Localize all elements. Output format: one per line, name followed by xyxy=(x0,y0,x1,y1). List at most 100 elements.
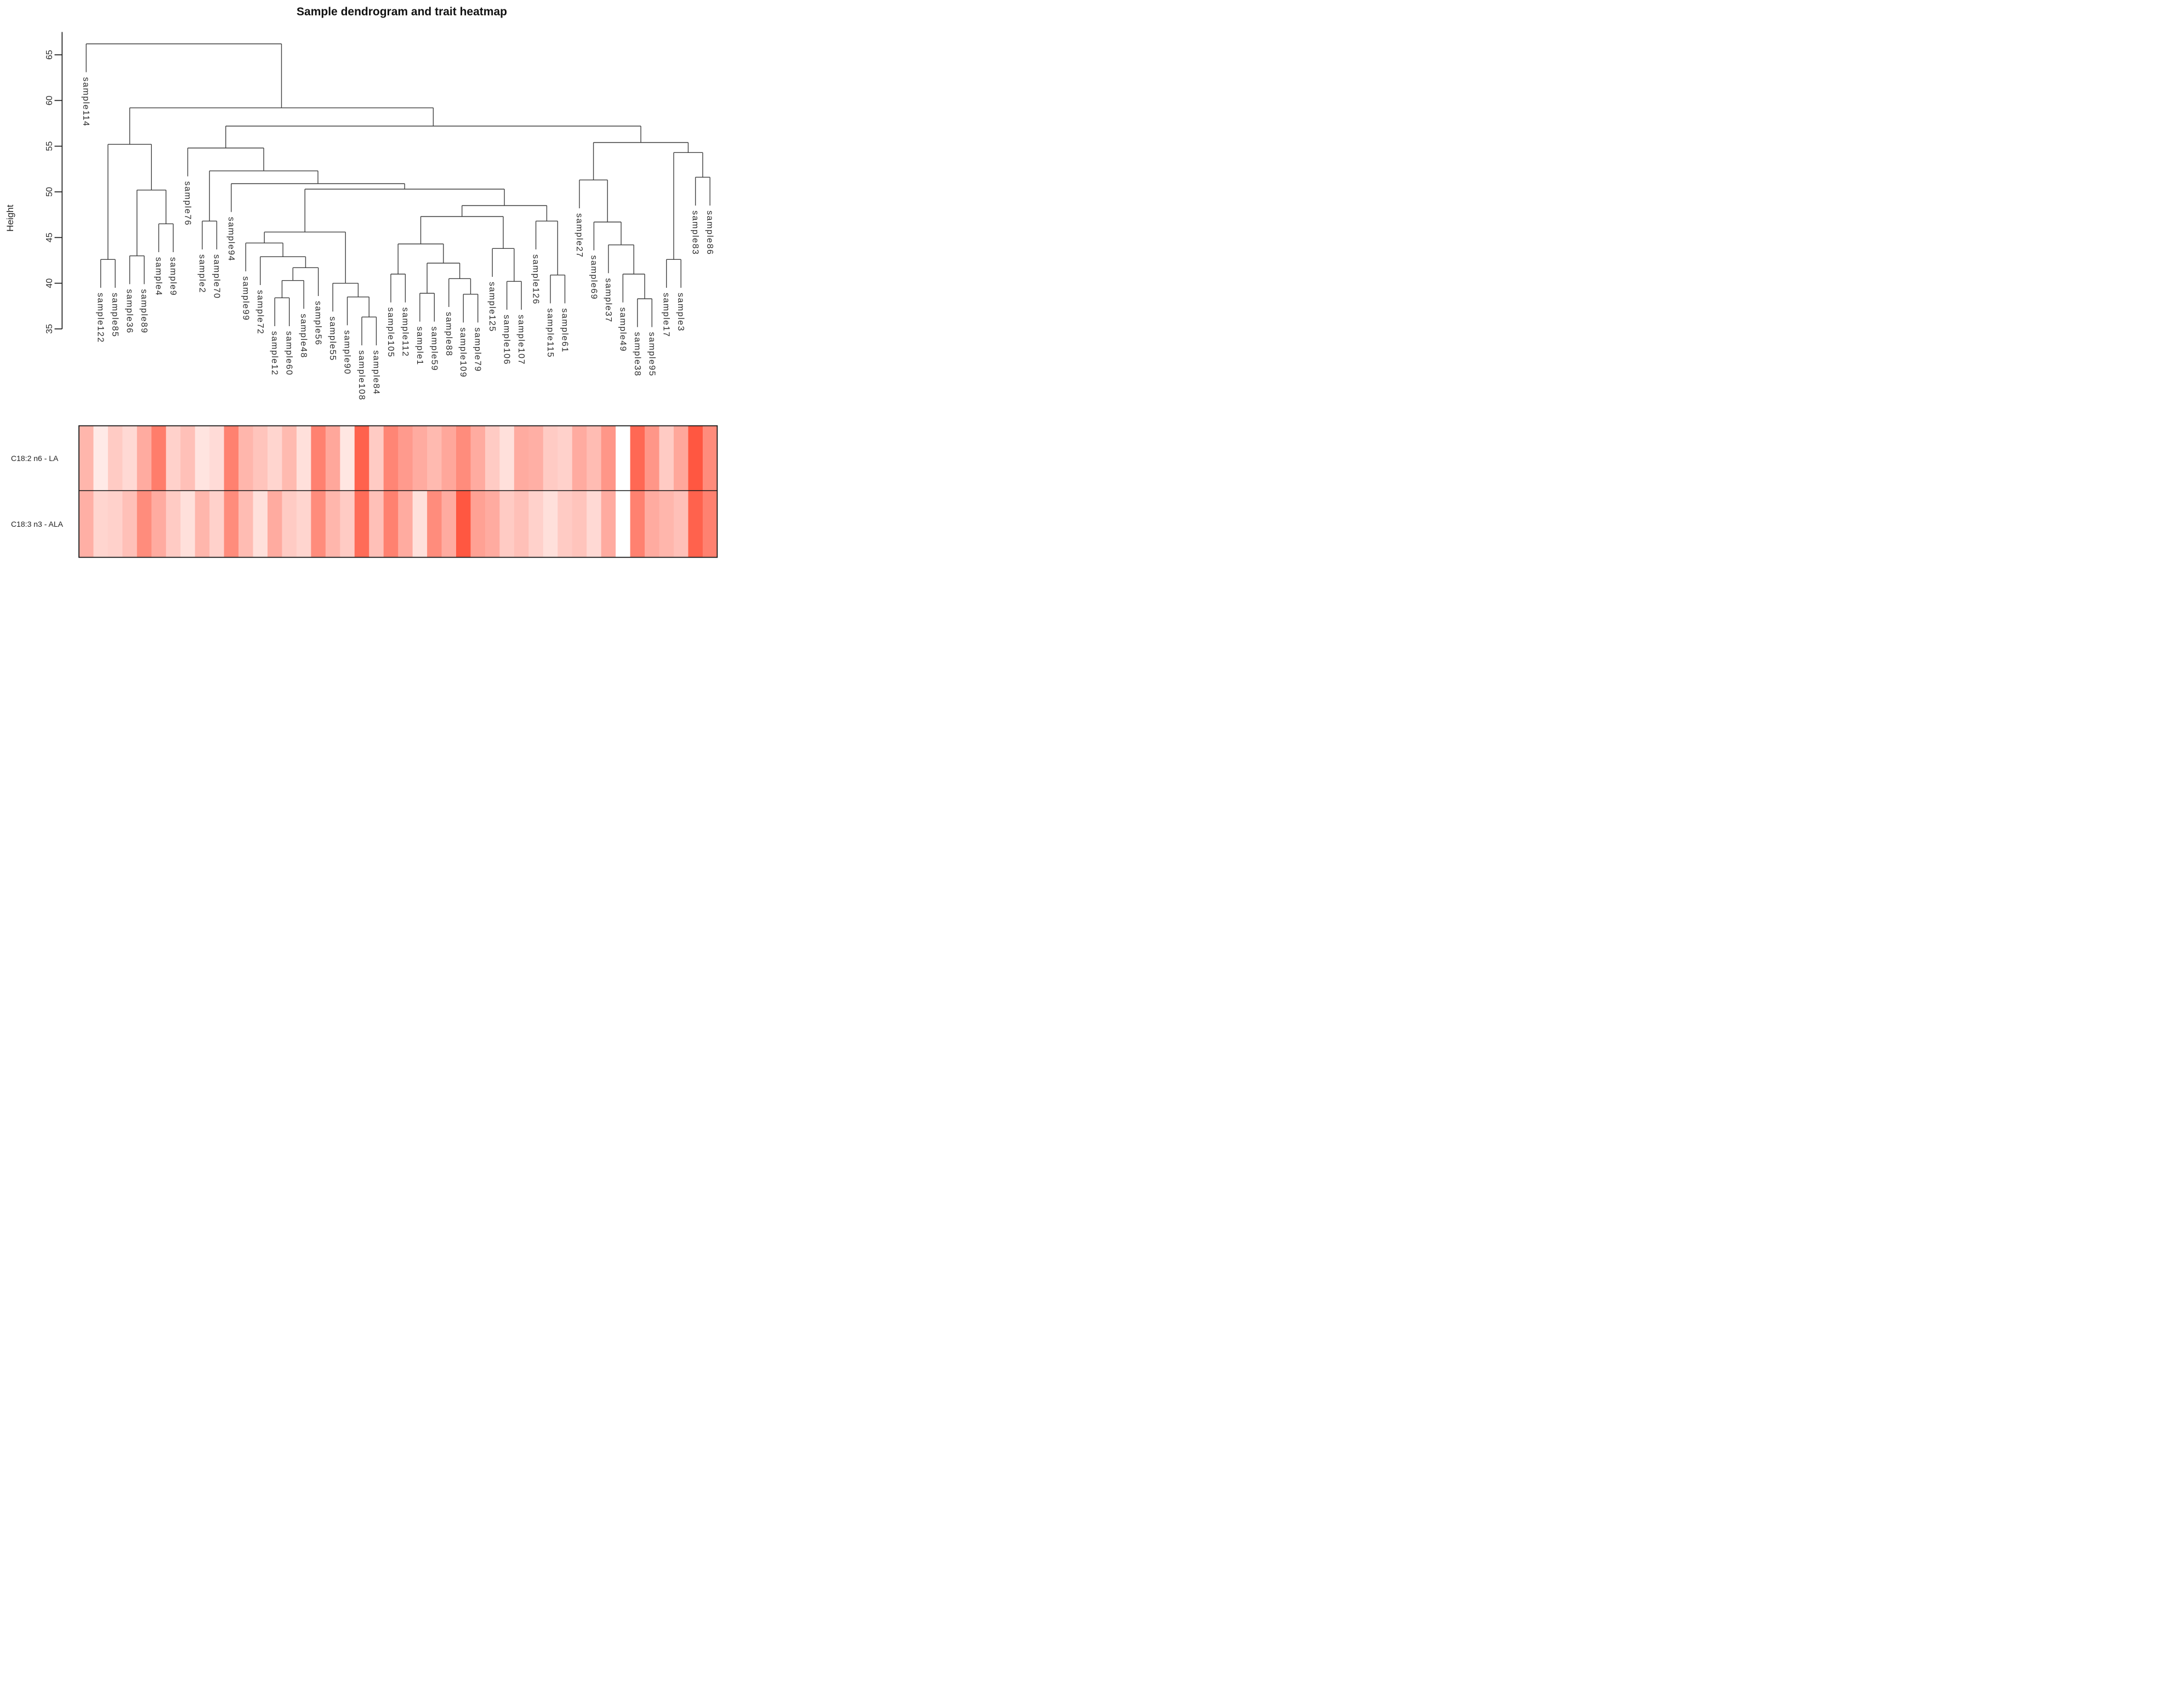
heatmap-border xyxy=(78,425,718,558)
heatmap-cell xyxy=(645,491,659,557)
leaf-label: sample99 xyxy=(241,276,250,321)
heatmap-cell xyxy=(528,491,544,557)
leaf-label: sample88 xyxy=(444,312,453,356)
heatmap-cell xyxy=(296,425,311,491)
leaf-label: sample79 xyxy=(473,327,482,372)
heatmap-cell xyxy=(209,425,225,491)
heatmap-cell xyxy=(195,425,210,491)
leaf-label: sample9 xyxy=(168,257,178,296)
y-axis-tick-label: 65 xyxy=(45,50,54,60)
leaf-label: sample70 xyxy=(212,254,221,299)
heatmap-cell xyxy=(166,425,181,491)
leaf-label: sample115 xyxy=(545,308,555,358)
heatmap-cell xyxy=(369,425,384,491)
heatmap-cell xyxy=(558,425,573,491)
leaf-label: sample17 xyxy=(662,293,671,337)
heatmap-cell xyxy=(122,425,138,491)
leaf-label: sample12 xyxy=(270,331,279,376)
leaf-label: sample90 xyxy=(343,330,352,374)
leaf-label: sample48 xyxy=(299,314,308,358)
heatmap-cell xyxy=(659,491,674,557)
heatmap-cell xyxy=(369,491,384,557)
leaf-label: sample69 xyxy=(589,255,598,300)
heatmap-cell xyxy=(616,425,630,491)
heatmap-cell xyxy=(587,425,602,491)
dendrogram-tree xyxy=(86,43,710,345)
heatmap-cell xyxy=(93,425,109,491)
y-axis-tick-label: 45 xyxy=(45,232,54,242)
heatmap-cell xyxy=(354,491,369,557)
heatmap-cell xyxy=(514,425,529,491)
heatmap-cell xyxy=(702,491,718,557)
trait-heatmap xyxy=(78,425,718,558)
heatmap-cell xyxy=(180,491,196,557)
leaf-label: sample72 xyxy=(255,290,265,334)
heatmap-cell xyxy=(630,491,645,557)
heatmap-cell xyxy=(456,425,471,491)
leaf-label: sample109 xyxy=(458,327,468,378)
heatmap-cell xyxy=(107,425,123,491)
heatmap-cell xyxy=(325,491,340,557)
heatmap-cell xyxy=(268,491,282,557)
heatmap-cell xyxy=(441,425,457,491)
y-axis-tick-label: 50 xyxy=(45,187,54,197)
heatmap-cell xyxy=(616,491,630,557)
heatmap-cell xyxy=(354,425,369,491)
leaf-label: sample112 xyxy=(400,308,410,357)
y-axis-tick-label: 35 xyxy=(45,324,54,334)
heatmap-cell xyxy=(224,491,239,557)
heatmap-cell xyxy=(572,425,587,491)
heatmap-row-label-ala: C18:3 n3 - ALA xyxy=(11,520,63,528)
heatmap-cell xyxy=(383,491,399,557)
heatmap-cell xyxy=(253,491,268,557)
heatmap-cell xyxy=(427,491,442,557)
heatmap-cell xyxy=(456,491,471,557)
leaf-label: sample89 xyxy=(139,289,149,333)
leaf-label: sample59 xyxy=(429,327,439,371)
heatmap-cell xyxy=(238,425,253,491)
heatmap-cell xyxy=(107,491,123,557)
heatmap-cell xyxy=(572,491,587,557)
heatmap-cell xyxy=(340,425,355,491)
heatmap-cell xyxy=(311,425,326,491)
heatmap-cell xyxy=(441,491,457,557)
leaf-label: sample126 xyxy=(531,254,541,305)
heatmap-cell xyxy=(470,425,486,491)
heatmap-cell xyxy=(412,425,428,491)
heatmap-cell xyxy=(79,425,94,491)
heatmap-cell xyxy=(151,425,167,491)
heatmap-cell xyxy=(412,491,428,557)
leaf-label: sample114 xyxy=(81,77,90,127)
heatmap-cell xyxy=(659,425,674,491)
leaf-label: sample38 xyxy=(633,332,642,377)
leaf-label: sample125 xyxy=(487,282,497,332)
y-axis-tick-label: 60 xyxy=(45,95,54,105)
leaf-label: sample83 xyxy=(691,210,700,255)
leaf-label: sample122 xyxy=(96,293,105,343)
heatmap-cell xyxy=(702,425,718,491)
heatmap-cell xyxy=(166,491,181,557)
heatmap-cell xyxy=(282,425,297,491)
heatmap-cell xyxy=(93,491,109,557)
leaf-label: sample2 xyxy=(197,254,207,293)
leaf-label: sample105 xyxy=(386,308,395,358)
heatmap-cell xyxy=(209,491,225,557)
leaf-label: sample95 xyxy=(647,332,656,377)
y-axis-tick-label: 40 xyxy=(45,278,54,288)
heatmap-cell xyxy=(673,425,689,491)
heatmap-cell xyxy=(601,425,616,491)
leaf-label: sample85 xyxy=(110,293,120,337)
heatmap-cell xyxy=(645,425,659,491)
heatmap-cell xyxy=(79,491,94,557)
leaf-label: sample108 xyxy=(357,350,366,401)
leaf-label: sample84 xyxy=(371,350,380,395)
leaf-label: sample55 xyxy=(328,316,337,361)
leaf-label: sample61 xyxy=(560,308,569,352)
leaf-label: sample86 xyxy=(705,210,714,255)
leaf-label: sample1 xyxy=(415,327,424,366)
heatmap-cell xyxy=(398,491,413,557)
heatmap-cell xyxy=(514,491,529,557)
heatmap-cell xyxy=(325,425,340,491)
